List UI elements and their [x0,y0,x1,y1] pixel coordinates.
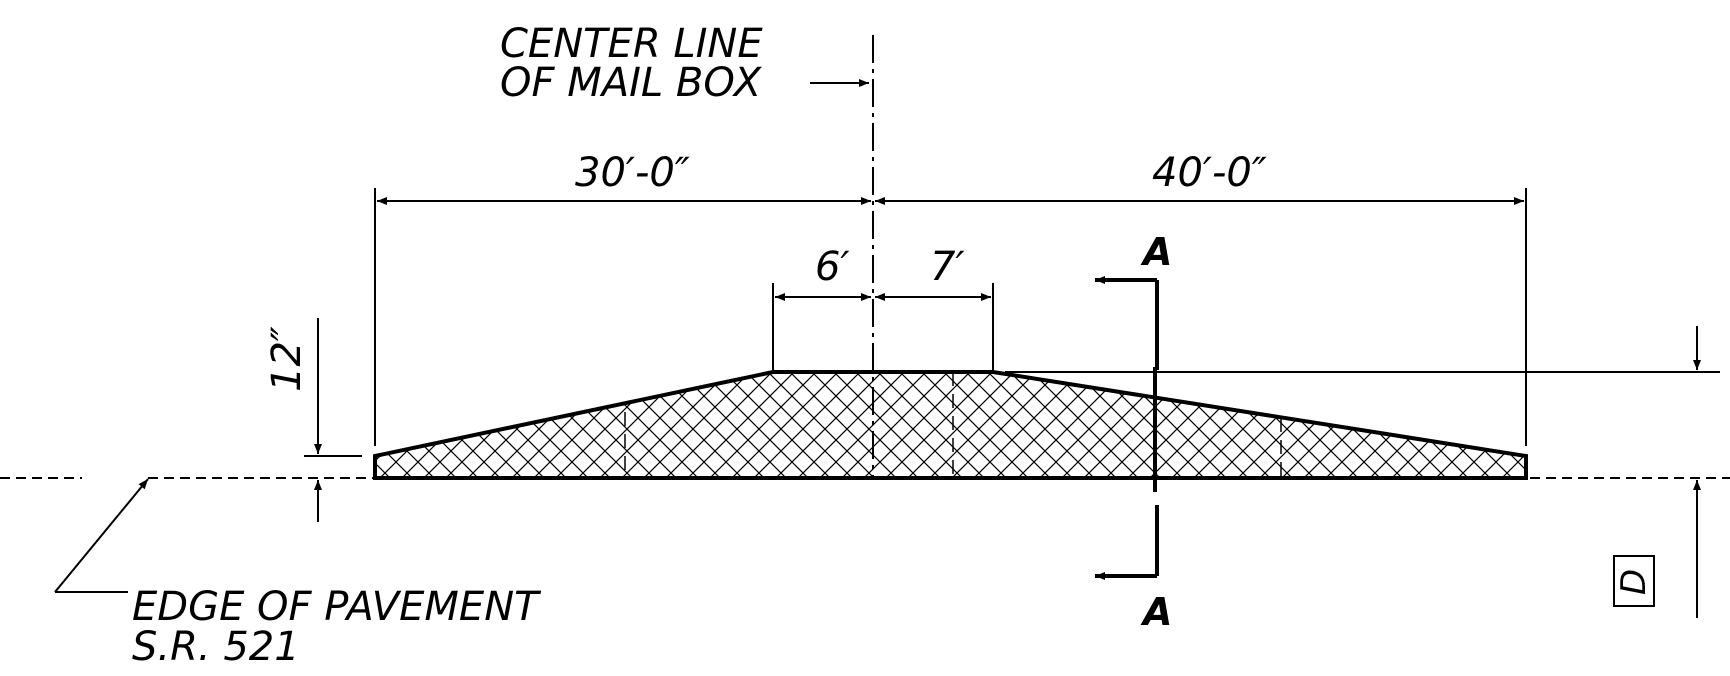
detail-tag: D [1613,555,1655,607]
overall-dimension: 30′-0″ 40′-0″ [374,150,1527,446]
center-line-label-line2: OF MAIL BOX [500,60,763,106]
section-label-top: A [1140,230,1172,274]
turnout-pad [373,370,1528,480]
height-dimension: 12″ [264,318,362,522]
center-line-label-line1: CENTER LINE [500,21,763,67]
dimension-left-top: 6′ [815,244,850,290]
dimension-height: 12″ [264,326,310,392]
edge-of-pavement-label-line2: S.R. 521 [132,624,300,670]
mailbox-center-line [810,35,874,478]
right-elevation-reference [1005,326,1720,618]
edge-of-pavement-callout: EDGE OF PAVEMENT S.R. 521 [54,478,542,670]
dimension-right-length: 40′-0″ [1152,150,1267,196]
section-label-bottom: A [1140,590,1172,634]
detail-tag-label: D [1614,569,1654,595]
section-cut-a: A A [1095,230,1172,634]
edge-of-pavement-label-line1: EDGE OF PAVEMENT [132,584,542,630]
dimension-right-top: 7′ [930,244,965,290]
top-width-dimension: 6′ 7′ [772,244,994,370]
center-line-label: CENTER LINE OF MAIL BOX [500,21,763,106]
dimension-left-length: 30′-0″ [575,150,690,196]
